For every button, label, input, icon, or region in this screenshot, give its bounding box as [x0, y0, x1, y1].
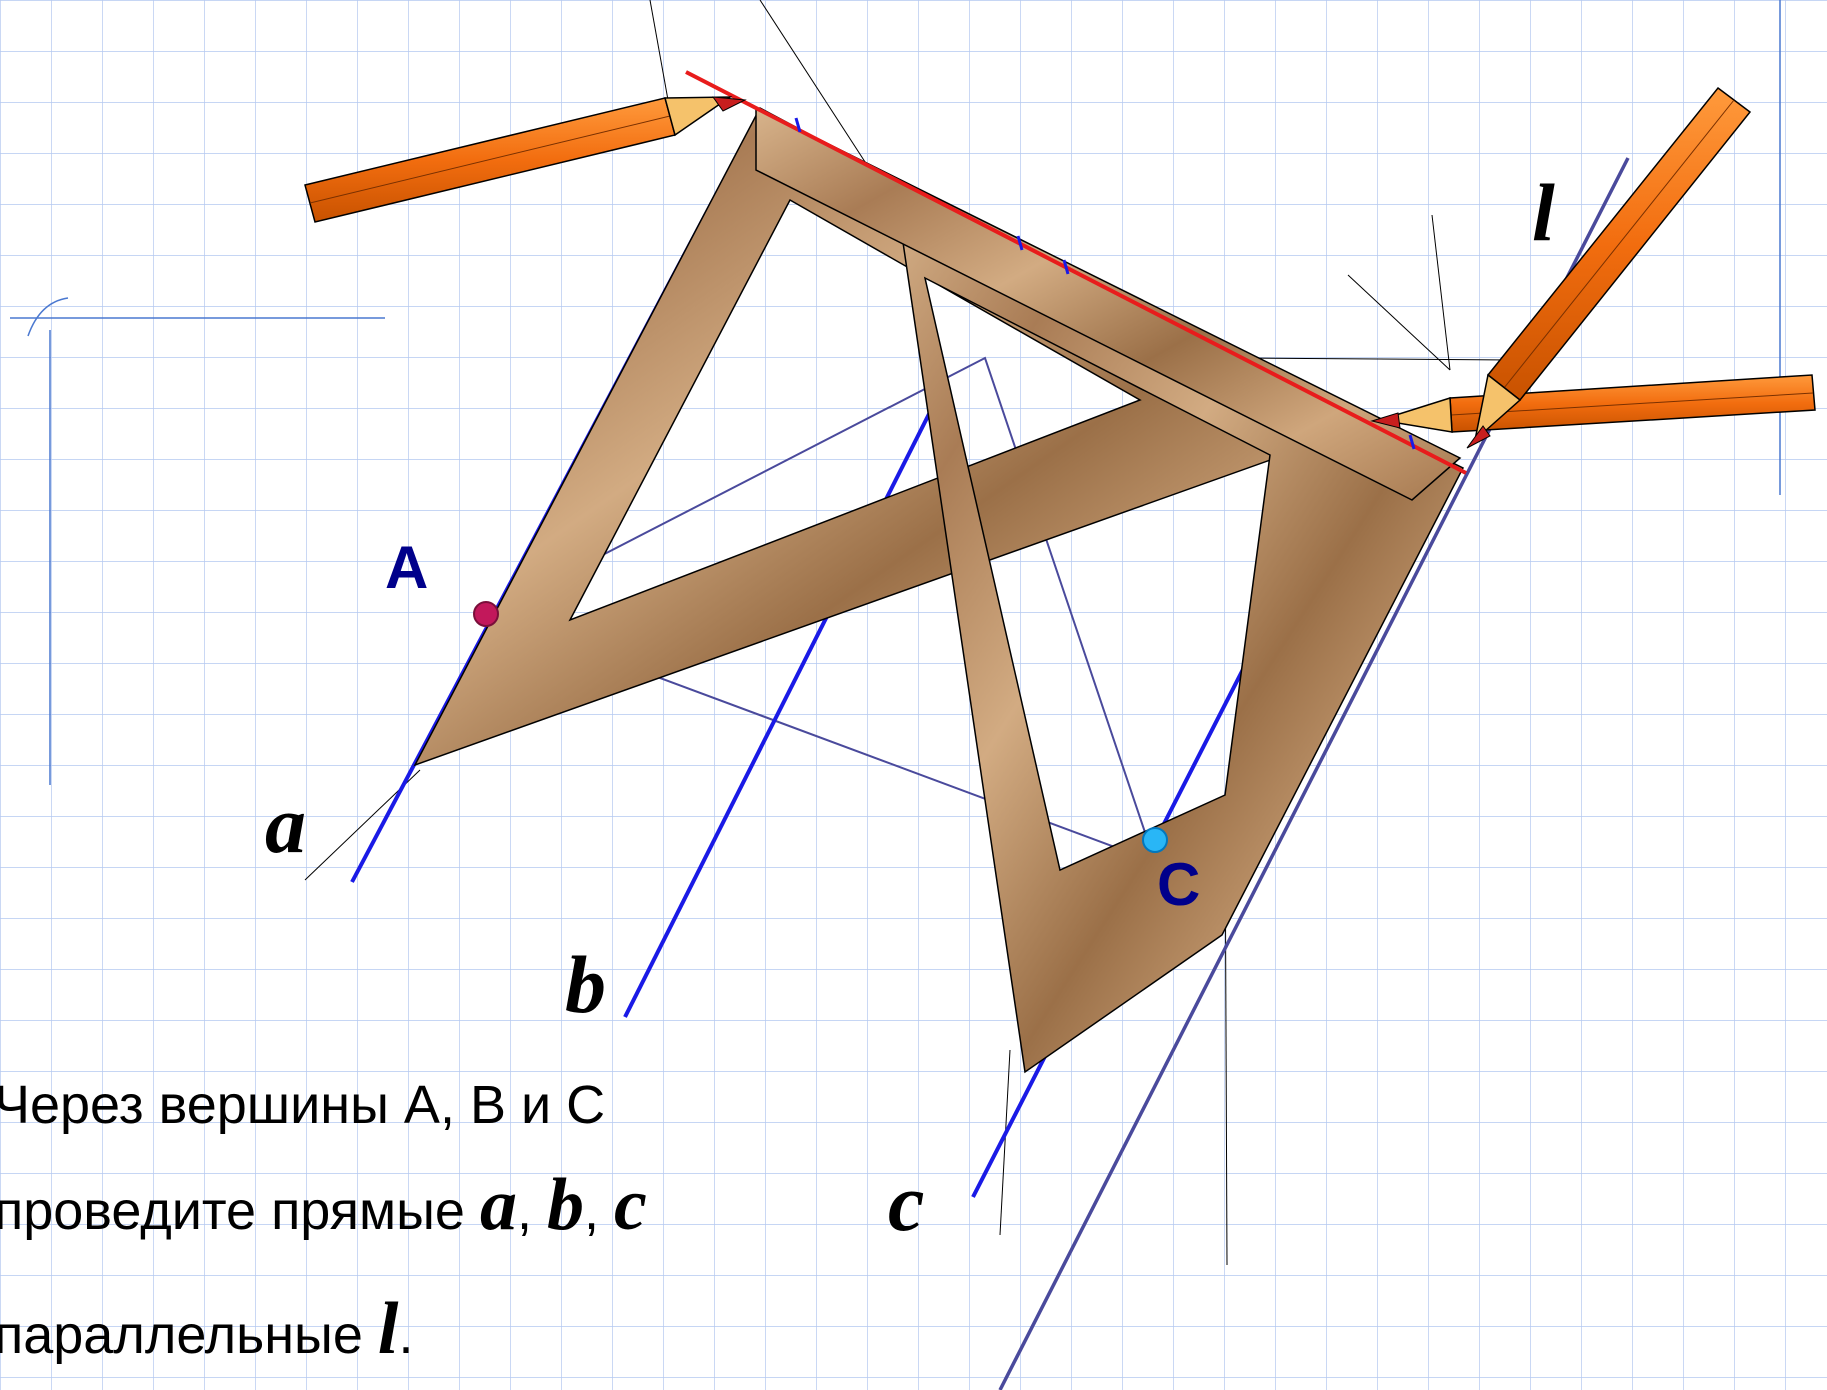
var-l: l: [378, 1288, 399, 1370]
line-b-label: b: [565, 939, 606, 1030]
task-text: Через вершины A, B и C: [0, 1075, 605, 1135]
var-a: a: [480, 1164, 517, 1246]
var-c: c: [614, 1164, 647, 1246]
task-text: параллельные: [0, 1305, 378, 1365]
task-text: .: [398, 1305, 413, 1365]
task-line-2: проведите прямые a, b, c: [0, 1168, 647, 1242]
separator: ,: [584, 1181, 614, 1241]
line-l-label: l: [1532, 167, 1555, 258]
var-b: b: [547, 1164, 584, 1246]
line-a-label: a: [265, 779, 306, 870]
vertex-C-label: C: [1157, 851, 1200, 918]
vertex-C-point[interactable]: [1143, 828, 1167, 852]
vertex-A-point[interactable]: [474, 602, 498, 626]
line-c-label: c: [888, 1157, 924, 1248]
task-line-3: параллельные l.: [0, 1292, 413, 1366]
separator: ,: [517, 1181, 547, 1241]
vertex-A-label: A: [385, 534, 428, 601]
task-line-1: Через вершины A, B и C: [0, 1078, 605, 1132]
task-text: проведите прямые: [0, 1181, 480, 1241]
